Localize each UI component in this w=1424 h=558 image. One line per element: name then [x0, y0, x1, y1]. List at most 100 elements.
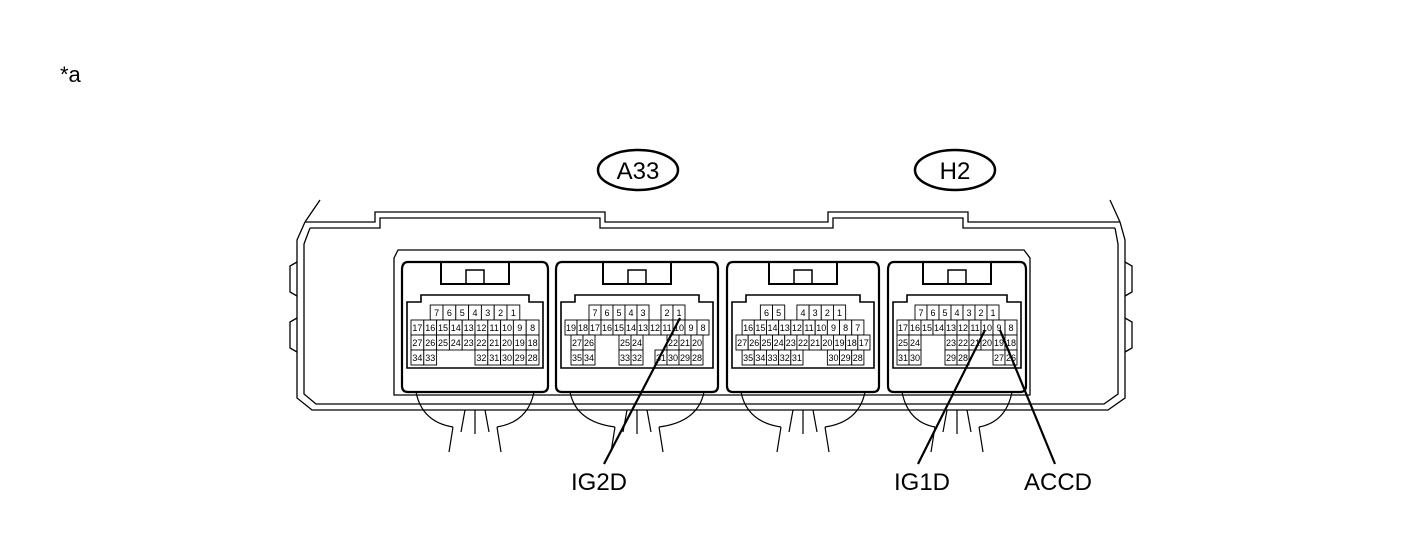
pin-number: 29 [515, 353, 525, 363]
pin-number: 3 [966, 308, 971, 318]
pin-h2-28: 28 [956, 349, 970, 366]
pin-a33-18: 18 [576, 319, 590, 336]
pin-number: 6 [930, 308, 935, 318]
header-h2-2-harness [901, 391, 1013, 453]
pin-number: 11 [970, 323, 979, 333]
pin-h2-15: 15 [753, 319, 767, 336]
pin-a33-17: 17 [410, 319, 425, 336]
pin-number: 28 [853, 353, 863, 363]
pin-number: 20 [692, 338, 702, 348]
pin-a33-27: 27 [410, 334, 425, 351]
pin-h2-29: 29 [944, 349, 958, 366]
pin-number: 25 [898, 338, 908, 348]
pin-cell [582, 349, 596, 366]
pin-number: 22 [476, 338, 486, 348]
pin-a33-7: 7 [588, 304, 602, 321]
connector-label-a33: A33 [596, 148, 680, 192]
pin-h2-1: 1 [833, 304, 847, 321]
pin-number: 15 [438, 323, 448, 333]
pin-number: 21 [810, 338, 820, 348]
pin-h2-27: 27 [735, 334, 749, 351]
pin-number: 35 [743, 353, 753, 363]
pin-a33-31: 31 [487, 349, 502, 366]
pin-number: 3 [813, 308, 818, 318]
pin-h2-7: 7 [914, 304, 928, 321]
pin-a33-34: 34 [410, 349, 425, 366]
pin-h2-32: 32 [778, 349, 792, 366]
pin-cell [956, 349, 970, 366]
pin-h2-28: 28 [851, 349, 865, 366]
pin-number: 2 [664, 308, 669, 318]
pin-number: 1 [676, 308, 681, 318]
header-h2-2-latch-window [947, 269, 967, 285]
header-h2-2-latch [922, 262, 992, 285]
pin-h2-31: 31 [790, 349, 804, 366]
pin-h2-23: 23 [944, 334, 958, 351]
pin-a33-8: 8 [696, 319, 710, 336]
header-h2-2-shell [886, 260, 1028, 394]
pin-h2-1: 1 [986, 304, 1000, 321]
pin-number: 5 [942, 308, 947, 318]
pin-h2-22: 22 [956, 334, 970, 351]
pin-h2-4: 4 [796, 304, 810, 321]
pin-a33-9: 9 [684, 319, 698, 336]
pin-cell [525, 349, 540, 366]
pin-h2-6: 6 [759, 304, 773, 321]
pin-number: 4 [800, 308, 805, 318]
pin-number: 3 [485, 308, 490, 318]
callout-label-accd: ACCD [1024, 469, 1092, 496]
pin-a33-28: 28 [690, 349, 704, 366]
pin-number: 22 [798, 338, 808, 348]
pin-number: 16 [743, 323, 753, 333]
pin-number: 4 [954, 308, 959, 318]
pin-a33-6: 6 [600, 304, 614, 321]
pin-a33-30: 30 [666, 349, 680, 366]
pin-a33-20: 20 [690, 334, 704, 351]
pin-a33-7: 7 [429, 304, 444, 321]
callout-label-ig1d: IG1D [894, 469, 950, 496]
pin-number: 34 [412, 353, 422, 363]
pin-h2-13: 13 [944, 319, 958, 336]
ecu-housing [289, 199, 1133, 411]
header-h2-1-shell [725, 260, 881, 394]
pin-number: 15 [755, 323, 765, 333]
pin-number: 18 [578, 323, 588, 333]
pin-a33-2: 2 [660, 304, 674, 321]
housing-left-side-inner [303, 227, 1119, 405]
callout-line-ig2d [603, 317, 681, 465]
pin-h2-34: 34 [753, 349, 767, 366]
pin-number: 33 [425, 353, 435, 363]
callout-label-ig2d: IG2D [571, 469, 627, 496]
pin-number: 15 [614, 323, 624, 333]
pin-a33-33: 33 [618, 349, 632, 366]
housing-top-edge [305, 211, 1120, 223]
pin-number: 23 [464, 338, 474, 348]
pin-a33-12: 12 [648, 319, 662, 336]
pin-a33-2: 2 [493, 304, 508, 321]
pin-h2-29: 29 [839, 349, 853, 366]
header-a33-1-harness [415, 391, 535, 453]
pin-number: 25 [620, 338, 630, 348]
pin-number: 32 [780, 353, 790, 363]
pin-a33-35: 35 [570, 349, 584, 366]
pin-number: 25 [761, 338, 771, 348]
pin-number: 33 [768, 353, 778, 363]
pin-a33-10: 10 [500, 319, 514, 336]
pin-number: 22 [958, 338, 968, 348]
connector-label-h2-text: H2 [940, 158, 971, 185]
pin-cell [790, 349, 804, 366]
pin-h2-22: 22 [796, 334, 810, 351]
pin-number: 27 [994, 353, 1004, 363]
pin-number: 31 [898, 353, 908, 363]
pin-a33-28: 28 [525, 349, 540, 366]
pin-number: 8 [1008, 323, 1013, 333]
pin-number: 31 [792, 353, 802, 363]
pin-h2-14: 14 [932, 319, 946, 336]
pin-number: 16 [910, 323, 920, 333]
header-h2-1-latch-window [793, 269, 813, 285]
pin-number: 24 [910, 338, 920, 348]
pin-a33-32: 32 [630, 349, 644, 366]
